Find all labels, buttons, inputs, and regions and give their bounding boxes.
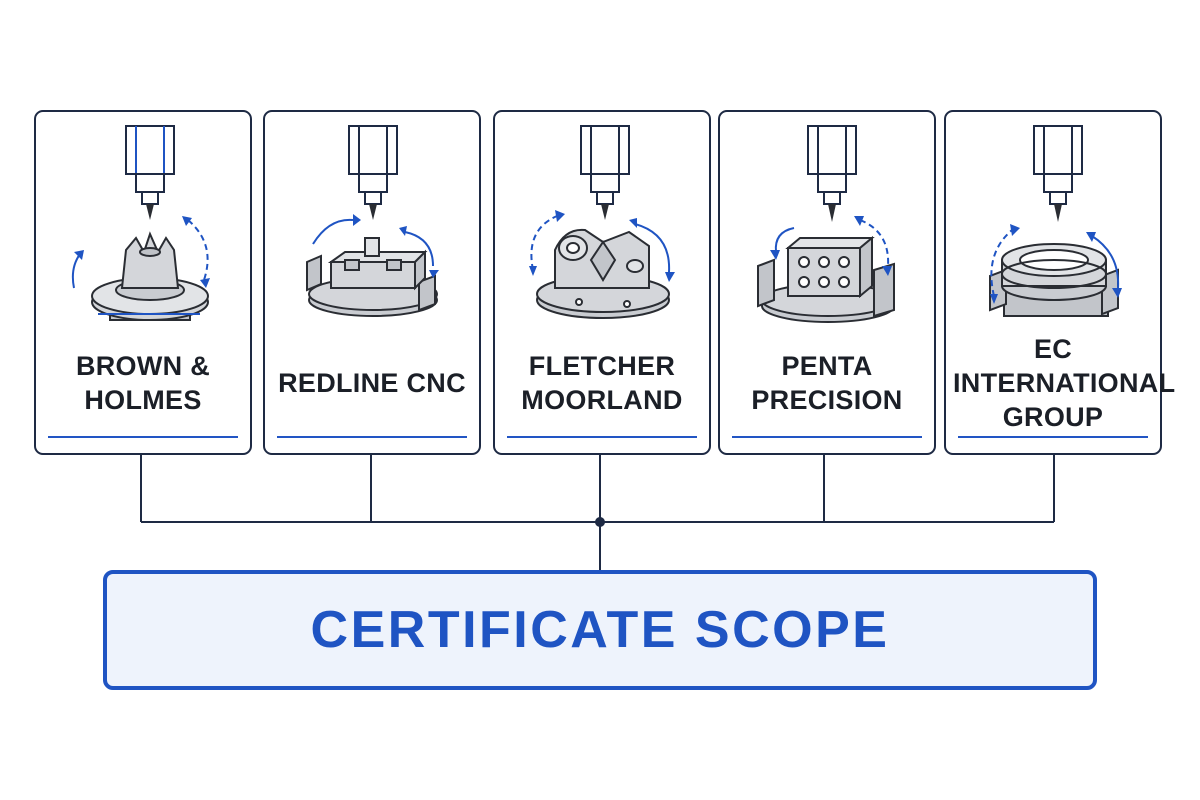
company-card-redline-cnc[interactable]: REDLINE CNC — [263, 110, 481, 455]
company-card-fletcher-moorland[interactable]: FLETCHER MOORLAND — [493, 110, 711, 455]
company-name: EC INTERNATIONAL GROUP — [953, 334, 1176, 432]
card-underline — [277, 436, 467, 438]
card-underline — [958, 436, 1148, 438]
drilled-cube-machining-icon — [757, 125, 895, 323]
certificate-scope-title: CERTIFICATE SCOPE — [310, 601, 890, 659]
fixture-block-machining-icon — [306, 125, 439, 317]
company-name: FLETCHER MOORLAND — [521, 351, 683, 415]
ring-part-machining-icon — [989, 125, 1122, 317]
card-underline — [507, 436, 697, 438]
company-card-brown-holmes[interactable]: BROWN & HOLMES — [34, 110, 252, 455]
certificate-scope-box: CERTIFICATE SCOPE — [103, 570, 1097, 690]
card-underline — [732, 436, 922, 438]
company-name: PENTA PRECISION — [751, 351, 903, 415]
company-card-ec-international-group[interactable]: EC INTERNATIONAL GROUP — [944, 110, 1176, 455]
card-underline — [48, 436, 238, 438]
bracket-part-machining-icon — [529, 125, 675, 319]
junction-dot — [595, 517, 605, 527]
company-name: REDLINE CNC — [278, 368, 466, 398]
rotary-turbine-machining-icon — [71, 125, 210, 321]
company-name: BROWN & HOLMES — [75, 351, 211, 415]
company-card-penta-precision[interactable]: PENTA PRECISION — [718, 110, 936, 455]
